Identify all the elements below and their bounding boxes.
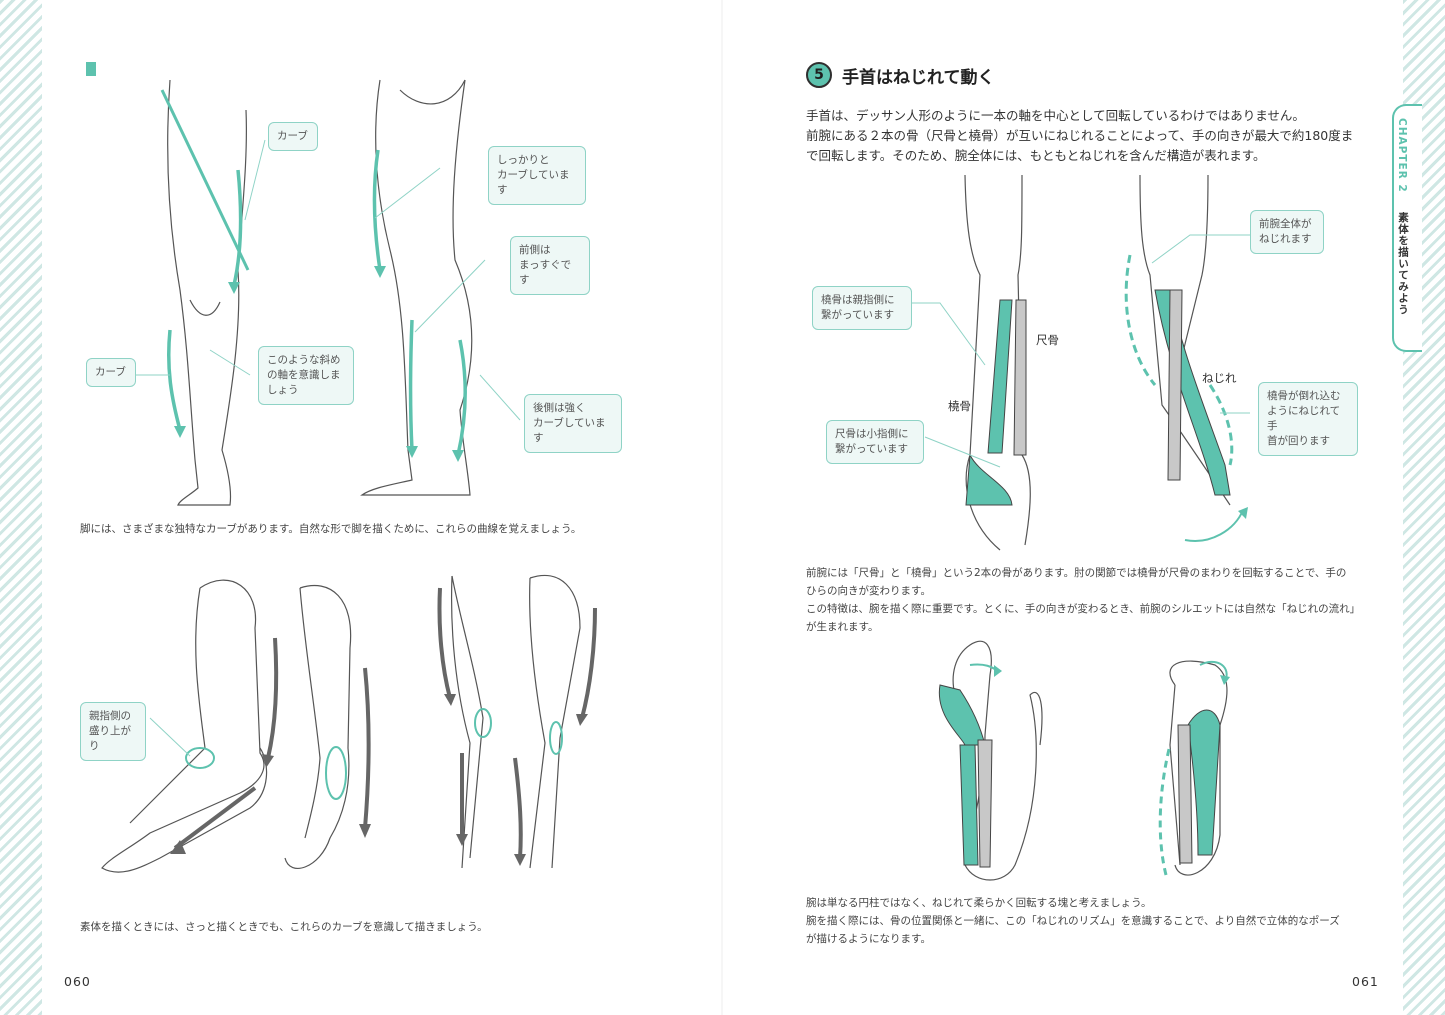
callout-radius-thumb: 橈骨は親指側に 繋がっています xyxy=(812,286,912,330)
legs-illustration xyxy=(120,79,521,506)
callout-strong-curve: しっかりと カーブしています xyxy=(488,146,586,205)
callout-radius-roll: 橈骨が倒れ込む ようにねじれて手 首が回ります xyxy=(1258,382,1358,456)
chapter-label-en: CHAPTER 2 xyxy=(1396,118,1408,193)
chapter-tab xyxy=(1392,104,1422,352)
callout-curve-left: カーブ xyxy=(86,358,136,387)
left-decorative-stripe xyxy=(0,0,42,1015)
section-title: 手首はねじれて動く xyxy=(842,67,995,88)
label-radius: 橈骨 xyxy=(948,399,971,413)
callout-curve-top: カーブ xyxy=(268,122,318,151)
book-gutter xyxy=(721,0,723,1015)
bottom-caption: 腕は単なる円柱ではなく、ねじれて柔らかく回転する塊と考えましょう。 腕を描く際に… xyxy=(806,897,1340,945)
page-number-right: 061 xyxy=(1352,974,1379,989)
forearm-caption: 前腕には「尺骨」と「橈骨」という2本の骨があります。肘の関節では橈骨が尺骨のまわ… xyxy=(806,567,1361,633)
section-number-badge: 5 xyxy=(806,62,832,88)
page-number-left: 060 xyxy=(64,974,91,989)
arm-caption: 素体を描くときには、さっと描くときでも、これらのカーブを意識して描きましょう。 xyxy=(80,921,488,933)
callout-diagonal-axis: このような斜め の軸を意識しま しょう xyxy=(258,346,354,405)
callout-ulna-pinky: 尺骨は小指側に 繋がっています xyxy=(826,420,924,464)
chapter-label-jp: 素体を描いてみよう xyxy=(1397,212,1409,316)
section-heading: 5 手首はねじれて動く xyxy=(806,62,995,88)
callout-whole-forearm-twists: 前腕全体が ねじれます xyxy=(1250,210,1324,254)
label-ulna: 尺骨 xyxy=(1036,333,1059,347)
callout-front-straight: 前側は まっすぐです xyxy=(510,236,590,295)
lead-paragraph: 手首は、デッサン人形のように一本の軸を中心として回転しているわけではありません。… xyxy=(806,108,1354,163)
page-marker xyxy=(86,62,96,76)
arm-twist-rhythm-illustration xyxy=(938,640,1230,881)
forearm-bones-illustration xyxy=(910,174,1250,551)
callout-back-curve: 後側は強く カーブしています xyxy=(524,394,622,453)
label-twist: ねじれ xyxy=(1202,371,1237,385)
leg-caption: 脚には、さまざまな独特なカーブがあります。自然な形で脚を描くために、これらの曲線… xyxy=(80,523,582,535)
callout-thumb-bulge: 親指側の 盛り上がり xyxy=(80,702,146,761)
arm-curves-illustration xyxy=(101,574,597,873)
